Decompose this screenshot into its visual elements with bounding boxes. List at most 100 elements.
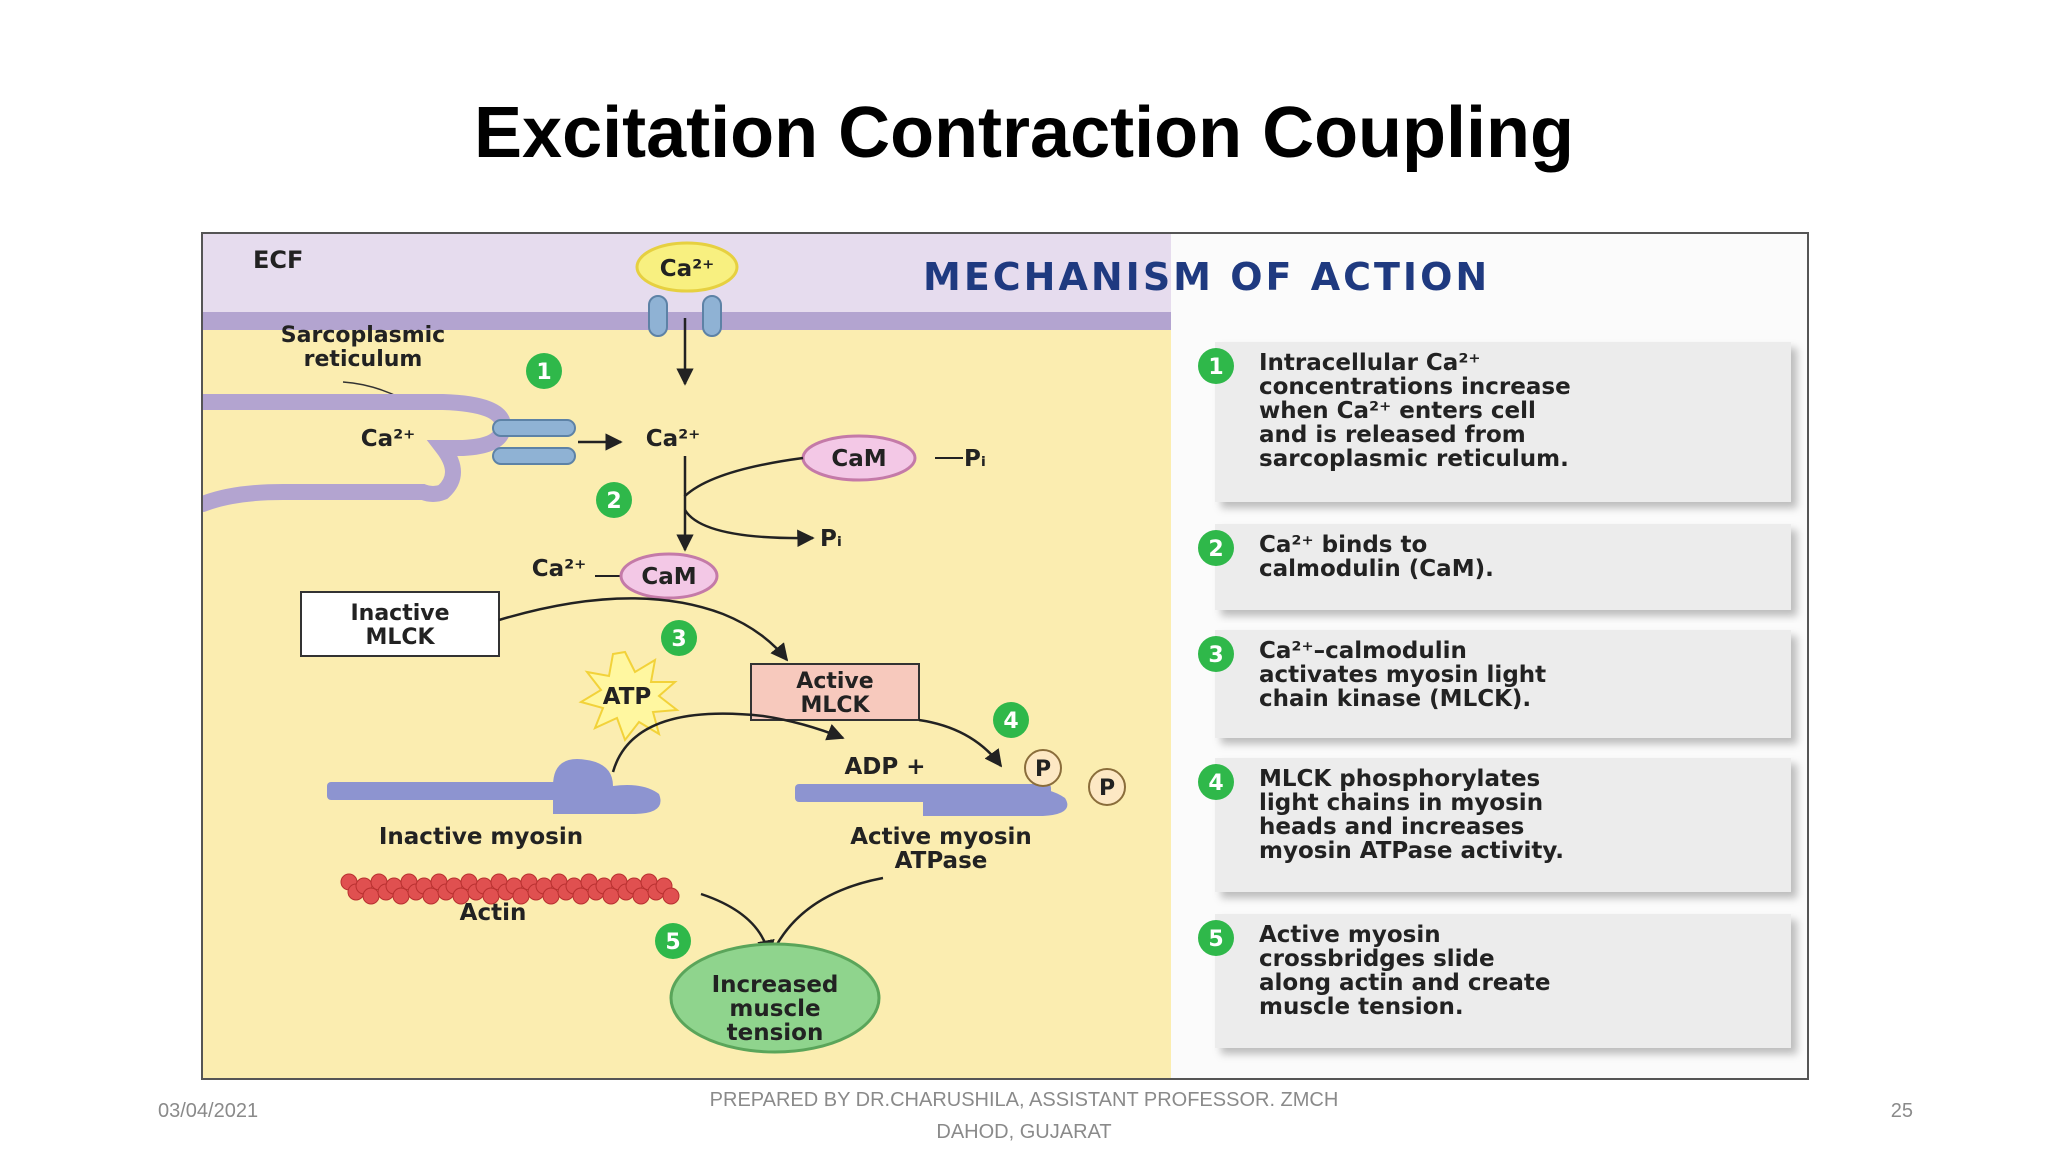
slide-title: Excitation Contraction Coupling bbox=[474, 93, 1574, 173]
sr-label-line2: reticulum bbox=[304, 347, 423, 372]
step-box-1-badge bbox=[1198, 348, 1234, 384]
active-myosin-head bbox=[923, 787, 1068, 816]
diagram-badge-3-num: 3 bbox=[671, 627, 686, 652]
inactive-mlck-box bbox=[300, 591, 500, 657]
active-mlck-line2: MLCK bbox=[800, 693, 870, 718]
pi-top-label: Pᵢ bbox=[964, 446, 986, 472]
cell-membrane bbox=[203, 312, 1171, 330]
tension-line1: Increased bbox=[712, 972, 839, 998]
actin-bead bbox=[362, 887, 380, 905]
ca-complex-label: Ca²⁺ bbox=[532, 556, 587, 582]
step-box-4-num: 4 bbox=[1208, 771, 1223, 796]
mechanism-diagram: ECF Ca²⁺ Sarcoplasmic reticulum Ca²⁺ Ca²… bbox=[203, 234, 1807, 1078]
footer-credit: PREPARED BY DR.CHARUSHILA, ASSISTANT PRO… bbox=[700, 1084, 1348, 1148]
cam-complex bbox=[619, 552, 719, 600]
calcium-outside-label: Ca²⁺ bbox=[660, 256, 715, 282]
actin-bead bbox=[602, 887, 620, 905]
step-2-line2: calmodulin (CaM). bbox=[1259, 556, 1494, 582]
step-4-line2: light chains in myosin bbox=[1259, 790, 1543, 816]
tension-line3: tension bbox=[727, 1020, 824, 1046]
step-1-line3: when Ca²⁺ enters cell bbox=[1259, 398, 1536, 424]
step-box-2-num: 2 bbox=[1208, 537, 1223, 562]
actin-bead bbox=[392, 887, 410, 905]
step-1-line1: Intracellular Ca²⁺ bbox=[1259, 350, 1481, 376]
inactive-myosin-filament bbox=[327, 782, 587, 800]
active-mlck-box bbox=[750, 663, 920, 721]
pi-mid-label: Pᵢ bbox=[820, 526, 842, 552]
active-mlck-line1: Active bbox=[796, 669, 873, 694]
calcium-channel-left bbox=[648, 295, 668, 337]
inactive-myosin-head bbox=[553, 759, 661, 814]
step-box-3: 3 Ca²⁺–calmodulin activates myosin light… bbox=[1198, 630, 1791, 738]
diagram-badge-3 bbox=[661, 620, 697, 656]
muscle-tension-oval bbox=[669, 942, 881, 1054]
step-2-line1: Ca²⁺ binds to bbox=[1259, 532, 1427, 558]
step-1-line2: concentrations increase bbox=[1259, 374, 1571, 400]
step-5-line4: muscle tension. bbox=[1259, 994, 1464, 1020]
mechanism-heading: MECHANISM OF ACTION bbox=[923, 255, 1490, 299]
actin-bead bbox=[542, 887, 560, 905]
step-1-line4: and is released from bbox=[1259, 422, 1526, 448]
arrow-mlck-phosphorylation bbox=[918, 718, 1003, 768]
cam-top-label: CaM bbox=[831, 446, 886, 472]
step-1-line5: sarcoplasmic reticulum. bbox=[1259, 446, 1569, 472]
actin-bead bbox=[572, 887, 590, 905]
diagram-badge-4 bbox=[993, 702, 1029, 738]
actin-label: Actin bbox=[460, 900, 527, 926]
step-box-3-frame bbox=[1215, 630, 1791, 738]
sarcoplasmic-reticulum bbox=[203, 394, 512, 512]
actin-bead bbox=[662, 887, 680, 905]
sr-channel-top bbox=[492, 419, 576, 437]
active-myosin-line2: ATPase bbox=[895, 848, 988, 874]
step-box-2: 2 Ca²⁺ binds to calmodulin (CaM). bbox=[1198, 524, 1791, 610]
tension-line2: muscle bbox=[729, 996, 820, 1022]
footer-date: 03/04/2021 bbox=[158, 1100, 259, 1122]
step-4-line4: myosin ATPase activity. bbox=[1259, 838, 1564, 864]
step-box-5: 5 Active myosin crossbridges slide along… bbox=[1198, 914, 1791, 1048]
phosphate-2 bbox=[1088, 768, 1126, 806]
step-box-5-num: 5 bbox=[1208, 927, 1223, 952]
active-myosin-line1: Active myosin bbox=[850, 824, 1032, 850]
sr-channel-bottom bbox=[492, 447, 576, 465]
cam-complex-label: CaM bbox=[641, 564, 696, 590]
footer-credit-line1: PREPARED BY DR.CHARUSHILA, ASSISTANT PRO… bbox=[709, 1089, 1339, 1111]
inactive-mlck-line2: MLCK bbox=[365, 625, 435, 650]
sr-label-line1: Sarcoplasmic bbox=[281, 323, 445, 348]
step-box-3-badge bbox=[1198, 636, 1234, 672]
step-box-1-frame bbox=[1215, 342, 1791, 502]
phosphate-1-label: P bbox=[1035, 757, 1051, 782]
diagram-badge-2 bbox=[596, 482, 632, 518]
step-box-2-badge bbox=[1198, 530, 1234, 566]
step-4-line1: MLCK phosphorylates bbox=[1259, 766, 1540, 792]
actin-bead bbox=[422, 887, 440, 905]
phosphate-1 bbox=[1024, 749, 1062, 787]
arrow-mlck-activation bbox=[498, 597, 789, 662]
ca-sr-label: Ca²⁺ bbox=[361, 426, 416, 452]
actin-filament bbox=[340, 873, 680, 905]
diagram-badge-5-num: 5 bbox=[665, 930, 680, 955]
step-5-line1: Active myosin bbox=[1259, 922, 1441, 948]
inactive-mlck-line1: Inactive bbox=[350, 601, 449, 626]
step-box-4: 4 MLCK phosphorylates light chains in my… bbox=[1198, 758, 1791, 892]
diagram-badge-2-num: 2 bbox=[606, 489, 621, 514]
arrow-pi-release bbox=[683, 509, 815, 548]
step-3-line3: chain kinase (MLCK). bbox=[1259, 686, 1531, 712]
phosphate-2-label: P bbox=[1099, 776, 1115, 801]
step-box-5-badge bbox=[1198, 920, 1234, 956]
step-box-4-badge bbox=[1198, 764, 1234, 800]
inactive-myosin-label: Inactive myosin bbox=[379, 824, 583, 850]
arrow-atp-to-adp bbox=[611, 712, 845, 773]
step-5-line3: along actin and create bbox=[1259, 970, 1551, 996]
actin-bead bbox=[632, 887, 650, 905]
atp-starburst bbox=[578, 650, 680, 743]
ecf-label: ECF bbox=[253, 246, 303, 274]
calcium-channel-right bbox=[702, 295, 722, 337]
atp-label: ATP bbox=[603, 684, 652, 710]
step-3-line2: activates myosin light bbox=[1259, 662, 1546, 688]
arrow-cam-to-complex bbox=[676, 456, 804, 552]
step-box-1-num: 1 bbox=[1208, 355, 1223, 380]
page-number: 25 bbox=[1890, 1100, 1913, 1122]
step-box-3-num: 3 bbox=[1208, 643, 1223, 668]
step-5-line2: crossbridges slide bbox=[1259, 946, 1495, 972]
step-4-line3: heads and increases bbox=[1259, 814, 1524, 840]
